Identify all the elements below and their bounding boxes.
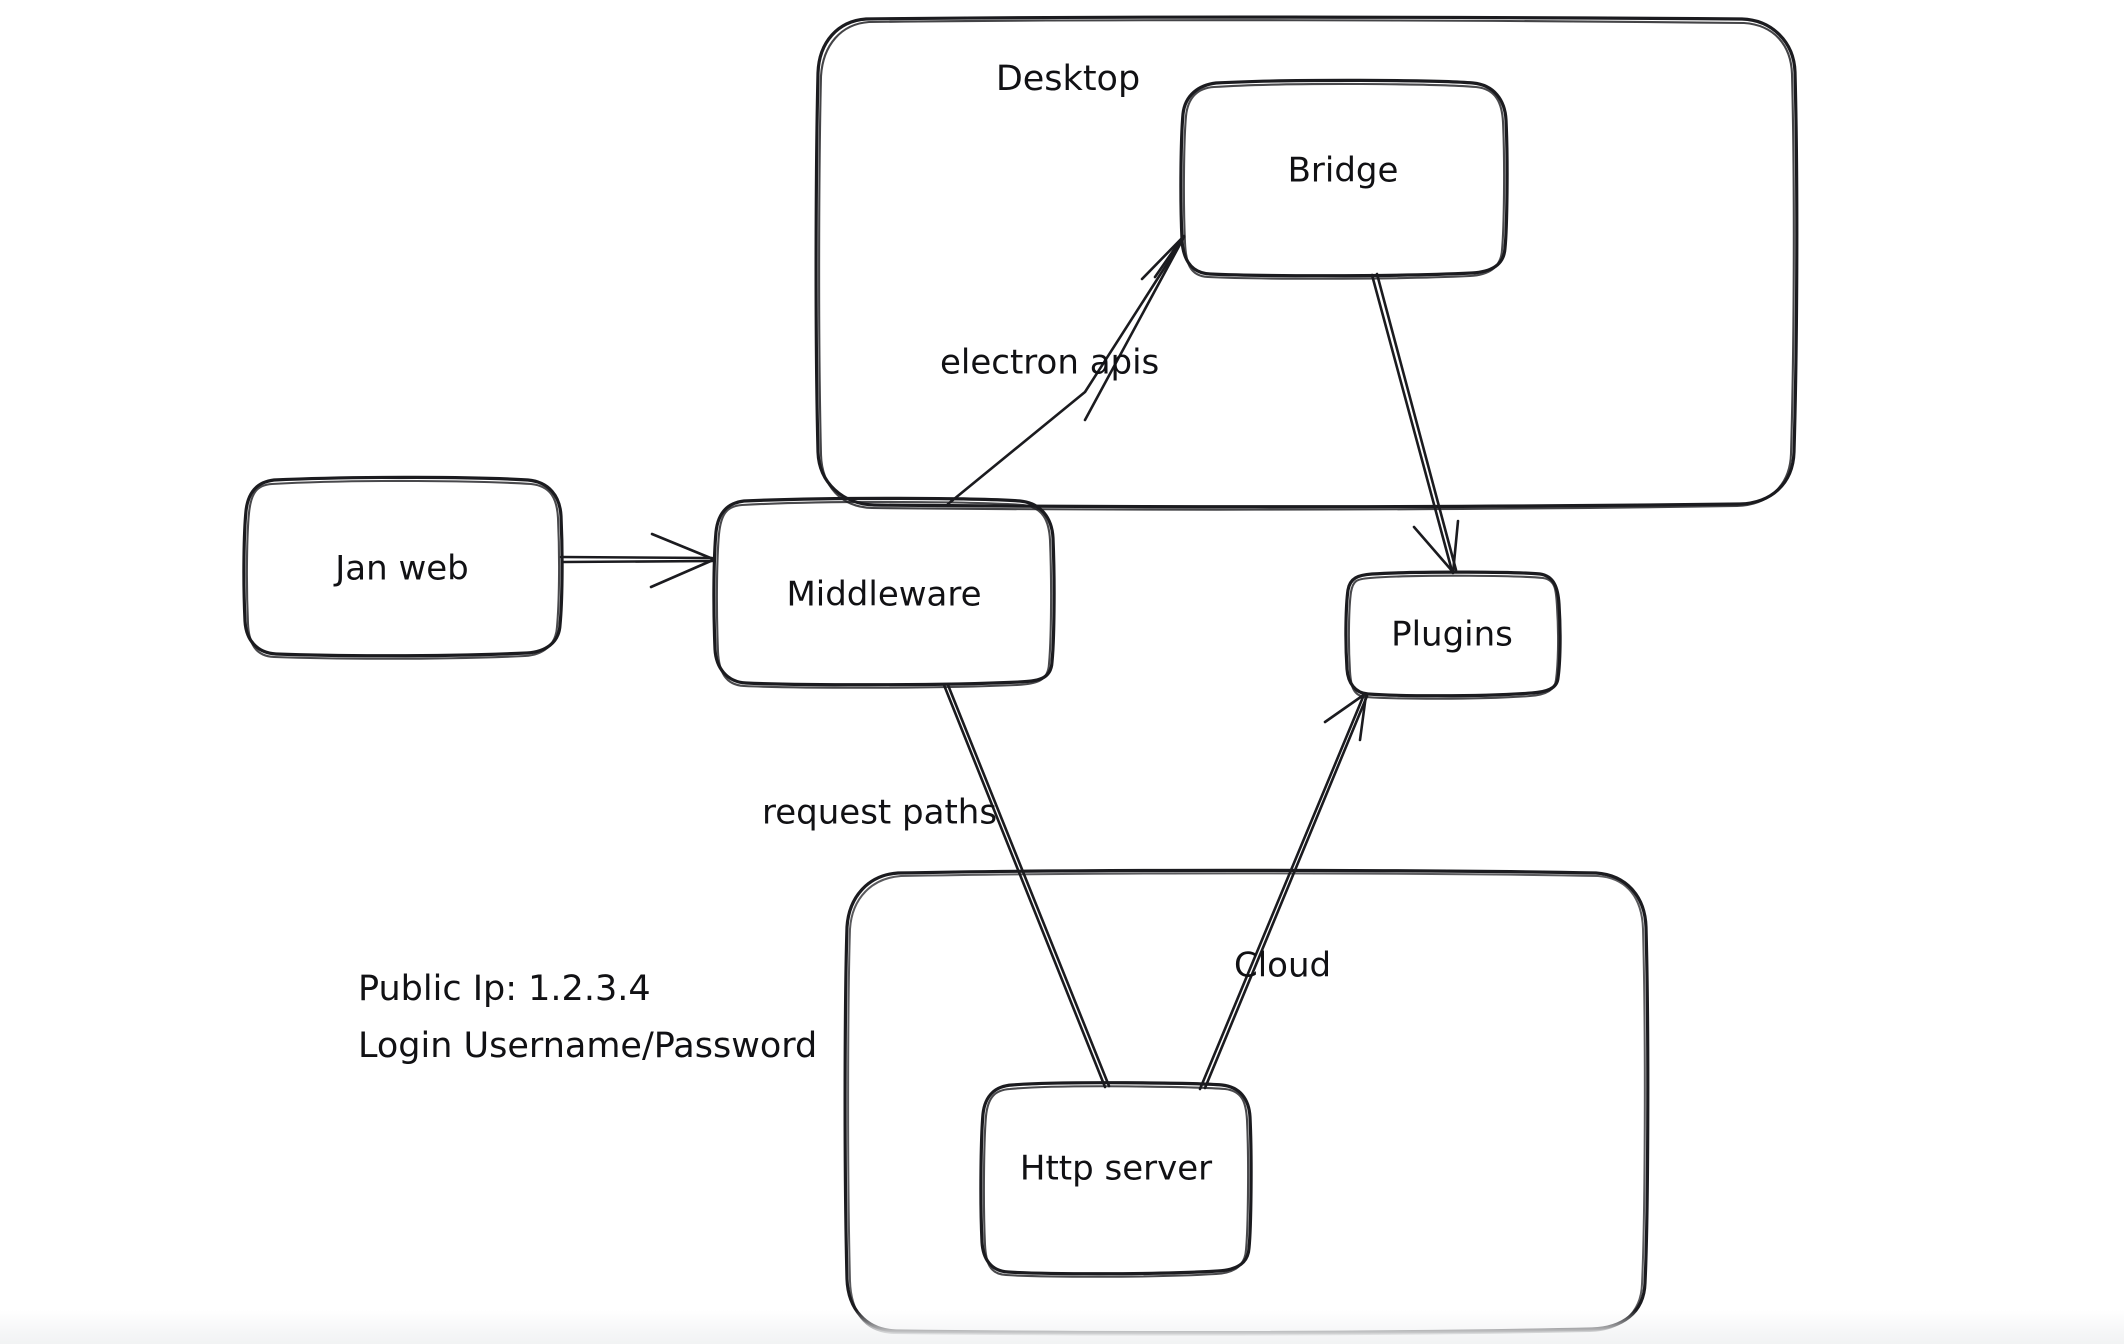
node-plugins[interactable]: Plugins [1344, 570, 1562, 700]
edge-middleware-to-httpserver[interactable]: request paths [762, 683, 1111, 1089]
edge-httpserver-to-plugins[interactable]: Cloud [1198, 692, 1369, 1091]
edge-label-cloud: Cloud [1234, 946, 1331, 986]
node-label-http-server: Http server [1020, 1149, 1212, 1189]
node-label-plugins: Plugins [1391, 615, 1513, 655]
edge-label-request-paths: request paths [762, 793, 997, 833]
note-block[interactable]: Public Ip: 1.2.3.4 Login Username/Passwo… [358, 969, 817, 1066]
node-jan-web[interactable]: Jan web [242, 475, 564, 660]
node-label-bridge: Bridge [1288, 151, 1399, 191]
group-desktop[interactable]: Desktop [814, 15, 1799, 511]
node-http-server[interactable]: Http server [979, 1081, 1253, 1278]
edge-label-electron-apis: electron apis [940, 343, 1159, 383]
note-public-ip: Public Ip: 1.2.3.4 [358, 969, 651, 1009]
edge-bridge-to-plugins[interactable] [1370, 272, 1460, 575]
group-label-desktop: Desktop [996, 59, 1140, 99]
node-label-jan-web: Jan web [333, 549, 469, 589]
node-label-middleware: Middleware [786, 575, 981, 615]
node-bridge[interactable]: Bridge [1179, 78, 1509, 280]
edge-janweb-to-middleware[interactable] [559, 532, 715, 589]
edge-middleware-to-bridge[interactable]: electron apis [940, 234, 1186, 506]
note-login: Login Username/Password [358, 1026, 817, 1066]
node-middleware[interactable]: Middleware [712, 496, 1056, 689]
